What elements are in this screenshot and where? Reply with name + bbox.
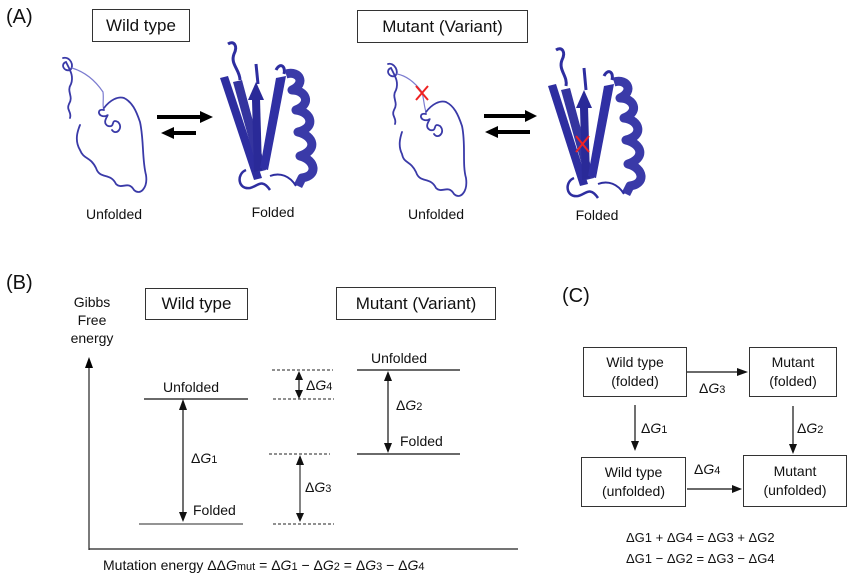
box-mutant-unfolded: Mutant (unfolded) <box>743 455 847 507</box>
eq-part: − Δ <box>297 557 323 573</box>
subscript: 4 <box>326 381 333 393</box>
delta: Δ <box>305 479 315 495</box>
box-line: (folded) <box>611 373 659 389</box>
eq-part: − Δ <box>382 557 408 573</box>
delta: Δ <box>306 377 316 393</box>
delta: Δ <box>694 461 704 477</box>
y-axis-label-line: energy <box>70 330 114 346</box>
delta: Δ <box>396 397 406 413</box>
eq-part: Mutation energy ΔΔ <box>103 557 226 573</box>
mutant-folded-protein <box>548 47 646 199</box>
panel-a-mutant-title: Mutant (Variant) <box>357 10 528 43</box>
c-dg2-label: ΔG2 <box>797 420 823 436</box>
panel-b-label: (B) <box>6 272 33 294</box>
wild-folded-label: Folded <box>251 204 295 220</box>
delta: Δ <box>699 380 709 396</box>
subscript: 3 <box>325 483 332 495</box>
subscript: 3 <box>719 384 726 396</box>
box-line: (unfolded) <box>601 483 666 499</box>
mutation-mark-folded <box>575 135 590 153</box>
box-wild-type-unfolded: Wild type (unfolded) <box>581 457 686 507</box>
box-line: Wild type <box>604 464 663 480</box>
g: G <box>315 377 327 393</box>
b-wild-unfolded-label: Unfolded <box>163 379 220 395</box>
g: G <box>703 461 715 477</box>
panel-b-wild-type-title: Wild type <box>145 288 248 320</box>
b-dg1-label: ΔG1 <box>191 450 217 466</box>
wild-unfolded-protein <box>62 56 148 193</box>
delta: Δ <box>191 450 201 466</box>
y-axis-label-line: Free <box>77 312 107 328</box>
subscript: 1 <box>661 424 668 436</box>
wild-folded-protein <box>220 41 318 191</box>
dg1-arrow <box>179 399 187 522</box>
cycle-equation-2: ΔG1 − ΔG2 = ΔG3 − ΔG4 <box>626 551 775 566</box>
y-axis-arrowhead <box>85 357 93 368</box>
box-line: Wild type <box>606 354 664 370</box>
b-mutant-folded-label: Folded <box>400 433 443 449</box>
box-line: (folded) <box>769 373 817 389</box>
subscript: 4 <box>714 465 721 477</box>
b-wild-folded-label: Folded <box>193 502 236 518</box>
dg2-arrow <box>384 371 392 453</box>
eq-part: 3 <box>376 561 383 573</box>
panel-a-wild-type-title: Wild type <box>92 9 190 42</box>
y-axis-label: Gibbs Free energy <box>62 293 122 347</box>
eq-part: 4 <box>418 561 425 573</box>
g: G <box>405 397 417 413</box>
mutation-mark-unfolded <box>415 85 429 101</box>
wild-equilibrium-arrows <box>157 111 213 139</box>
eq-part: 1 <box>291 561 298 573</box>
eq-part: G <box>365 557 377 573</box>
eq-part: = Δ <box>255 557 281 573</box>
b-dg4-label: ΔG4 <box>306 377 332 393</box>
panel-a-label: (A) <box>6 6 33 28</box>
b-dg3-label: ΔG3 <box>305 479 331 495</box>
b-mutant-unfolded-label: Unfolded <box>371 350 428 366</box>
wild-unfolded-label: Unfolded <box>85 206 143 222</box>
g: G <box>806 420 818 436</box>
eq-part: mut <box>236 561 256 573</box>
eq-part: G <box>322 557 334 573</box>
y-axis-label-line: Gibbs <box>73 294 111 310</box>
subscript: 1 <box>211 454 218 466</box>
box-line: (unfolded) <box>763 482 827 498</box>
delta: Δ <box>797 420 807 436</box>
subscript: 2 <box>416 401 423 413</box>
panel-c-label: (C) <box>562 285 590 307</box>
eq-part: G <box>407 557 419 573</box>
box-line: Mutant <box>773 463 817 479</box>
cycle-equation-1: ΔG1 + ΔG4 = ΔG3 + ΔG2 <box>626 530 775 545</box>
g: G <box>650 420 662 436</box>
c-dg4-label: ΔG4 <box>694 461 720 477</box>
dg3-arrow <box>296 455 304 522</box>
eq-part: 2 <box>333 561 340 573</box>
panel-b-mutant-title: Mutant (Variant) <box>336 287 496 320</box>
eq-part: G <box>226 557 237 573</box>
box-line: Mutant <box>771 354 815 370</box>
mutation-energy-equation: Mutation energy ΔΔGmut = ΔG1 − ΔG2 = ΔG3… <box>103 557 425 573</box>
g: G <box>200 450 212 466</box>
mutant-folded-label: Folded <box>575 207 619 223</box>
g: G <box>708 380 720 396</box>
delta: Δ <box>641 420 651 436</box>
c-dg3-label: ΔG3 <box>699 380 725 396</box>
dg4-arrow <box>295 371 303 399</box>
eq-part: G <box>280 557 292 573</box>
g: G <box>314 479 326 495</box>
box-wild-type-folded: Wild type (folded) <box>583 347 687 397</box>
panel-c-arrows <box>631 368 797 493</box>
box-mutant-folded: Mutant (folded) <box>749 347 837 397</box>
b-dg2-label: ΔG2 <box>396 397 422 413</box>
eq-part: = Δ <box>339 557 366 573</box>
subscript: 2 <box>817 424 824 436</box>
mutant-equilibrium-arrows <box>484 110 537 138</box>
mutant-unfolded-label: Unfolded <box>407 206 465 222</box>
c-dg1-label: ΔG1 <box>641 420 667 436</box>
